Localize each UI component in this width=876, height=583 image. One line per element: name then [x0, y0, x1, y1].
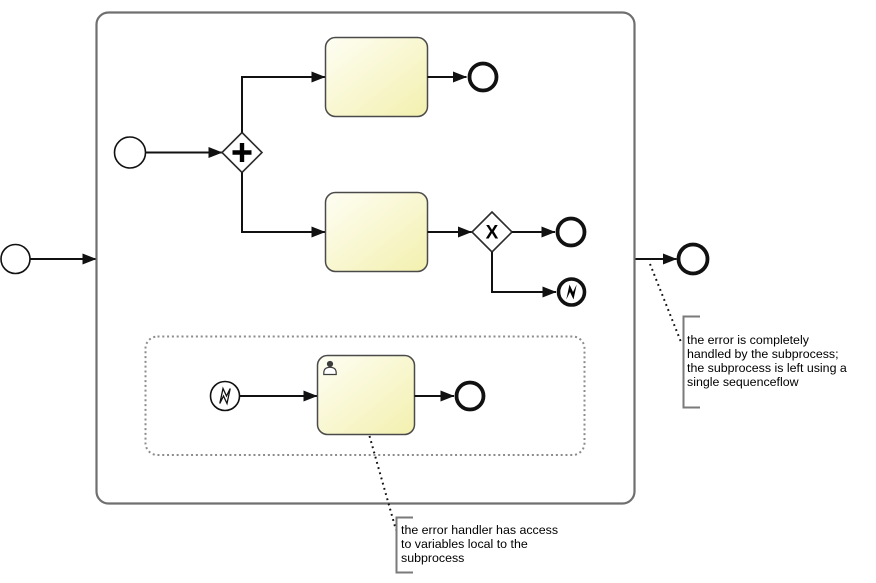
annotation-line: single sequenceflow	[687, 375, 799, 389]
x-letter-icon: X	[486, 223, 499, 244]
lightning-bolt-icon	[219, 386, 231, 406]
start-event-outer	[0, 243, 31, 275]
annotation-line: to variables local to the	[401, 537, 528, 551]
end-event-outer	[676, 242, 710, 276]
event-subprocess-container	[144, 335, 586, 456]
plus-icon	[232, 143, 252, 162]
annotation-line: the error handler has access	[401, 523, 559, 537]
annotation-line: subprocess	[401, 551, 465, 565]
annotation-line: the error is completely	[687, 333, 809, 347]
start-event-inner	[113, 136, 147, 169]
association-error-handler-scope	[368, 435, 397, 531]
task-top	[324, 36, 429, 118]
sequence-flow-exclusive-to-error-end	[491, 252, 557, 298]
annotation-bracket-error-handled	[682, 315, 700, 409]
association-error-handled	[649, 263, 682, 343]
person-icon	[323, 360, 337, 376]
end-event-middle	[555, 216, 587, 248]
annotation-line: the subprocess is left using a	[687, 361, 847, 375]
sequence-flow-parallel-to-task-top	[241, 71, 326, 133]
annotation-text-error-handled: the error is completely handled by the s…	[687, 333, 847, 389]
end-event-top	[467, 61, 499, 93]
task-bottom	[324, 191, 429, 273]
annotation-line: handled by the subprocess;	[687, 347, 839, 361]
end-event-error-handler	[454, 380, 486, 412]
sequence-flow-parallel-to-task-bottom	[241, 172, 326, 238]
annotation-text-error-handler-scope: the error handler has access to variable…	[401, 523, 558, 565]
annotation-bracket-error-handler-scope	[395, 516, 413, 574]
lightning-bolt-icon	[566, 284, 577, 300]
